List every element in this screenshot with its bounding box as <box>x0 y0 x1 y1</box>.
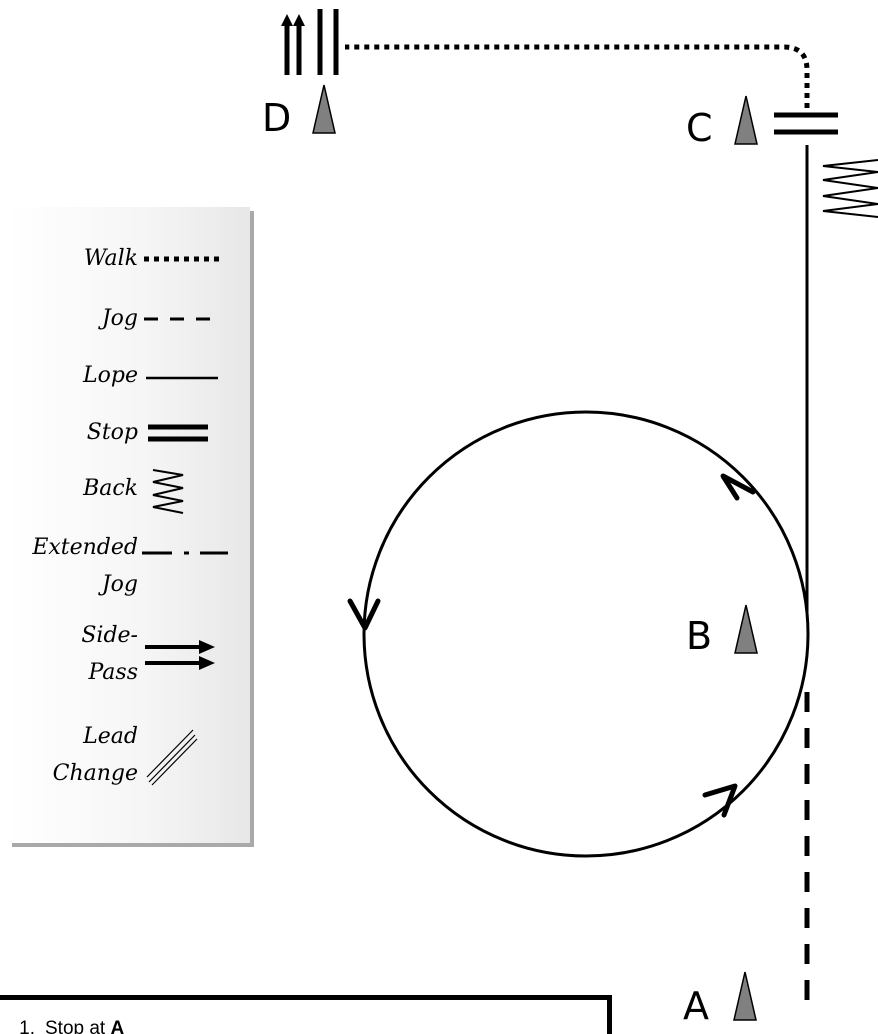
legend-label-walk: Walk <box>83 246 138 271</box>
instruction-step-1: 1. Stop at A <box>0 1018 607 1034</box>
legend-label-jog: Jog <box>101 306 138 331</box>
walk-symbol <box>144 256 222 262</box>
circle-arrow-top <box>720 473 756 501</box>
marker-label-c: C <box>686 106 713 150</box>
cone-marker-b <box>734 604 758 654</box>
walk-path <box>345 44 810 108</box>
d-up-arrow-2-head <box>293 14 305 26</box>
step-number: 1. <box>19 1018 35 1034</box>
legend-label-side-pass: Pass <box>88 660 138 685</box>
jog-symbol <box>144 317 222 321</box>
back-zigzag-path <box>822 159 878 218</box>
stop-symbol <box>148 424 208 442</box>
legend-panel: Walk Jog Lope Stop Back Extended Jog Sid… <box>8 207 250 843</box>
legend-label-lope: Lope <box>83 363 138 388</box>
step-marker: A <box>110 1018 125 1034</box>
lope-circle-path <box>362 410 810 858</box>
back-symbol <box>152 469 184 514</box>
cone-marker-d <box>312 84 336 134</box>
d-up-arrow-1-head <box>281 14 293 26</box>
lope-symbol <box>146 376 218 380</box>
legend-label-extended: Extended <box>32 535 138 560</box>
legend-label-extended-jog: Jog <box>101 572 138 597</box>
lead-change-symbol <box>146 729 198 786</box>
marker-label-d: D <box>262 96 292 140</box>
legend-label-lead-change: Change <box>52 761 138 786</box>
pattern-instructions: 1. Stop at A <box>0 995 612 1034</box>
marker-label-a: A <box>683 984 709 1028</box>
cone-marker-c <box>734 95 758 145</box>
cone-marker-a <box>733 971 757 1021</box>
step-text: Stop at <box>45 1018 111 1034</box>
legend-label-side: Side- <box>81 623 138 648</box>
circle-arrow-left <box>347 598 381 631</box>
legend-label-stop: Stop <box>86 420 138 445</box>
legend-label-lead: Lead <box>83 724 138 749</box>
circle-arrow-bottom <box>702 783 738 818</box>
extended-jog-symbol <box>142 551 228 555</box>
side-pass-symbol <box>145 640 215 670</box>
legend-label-back: Back <box>83 476 138 501</box>
marker-label-b: B <box>686 614 713 658</box>
